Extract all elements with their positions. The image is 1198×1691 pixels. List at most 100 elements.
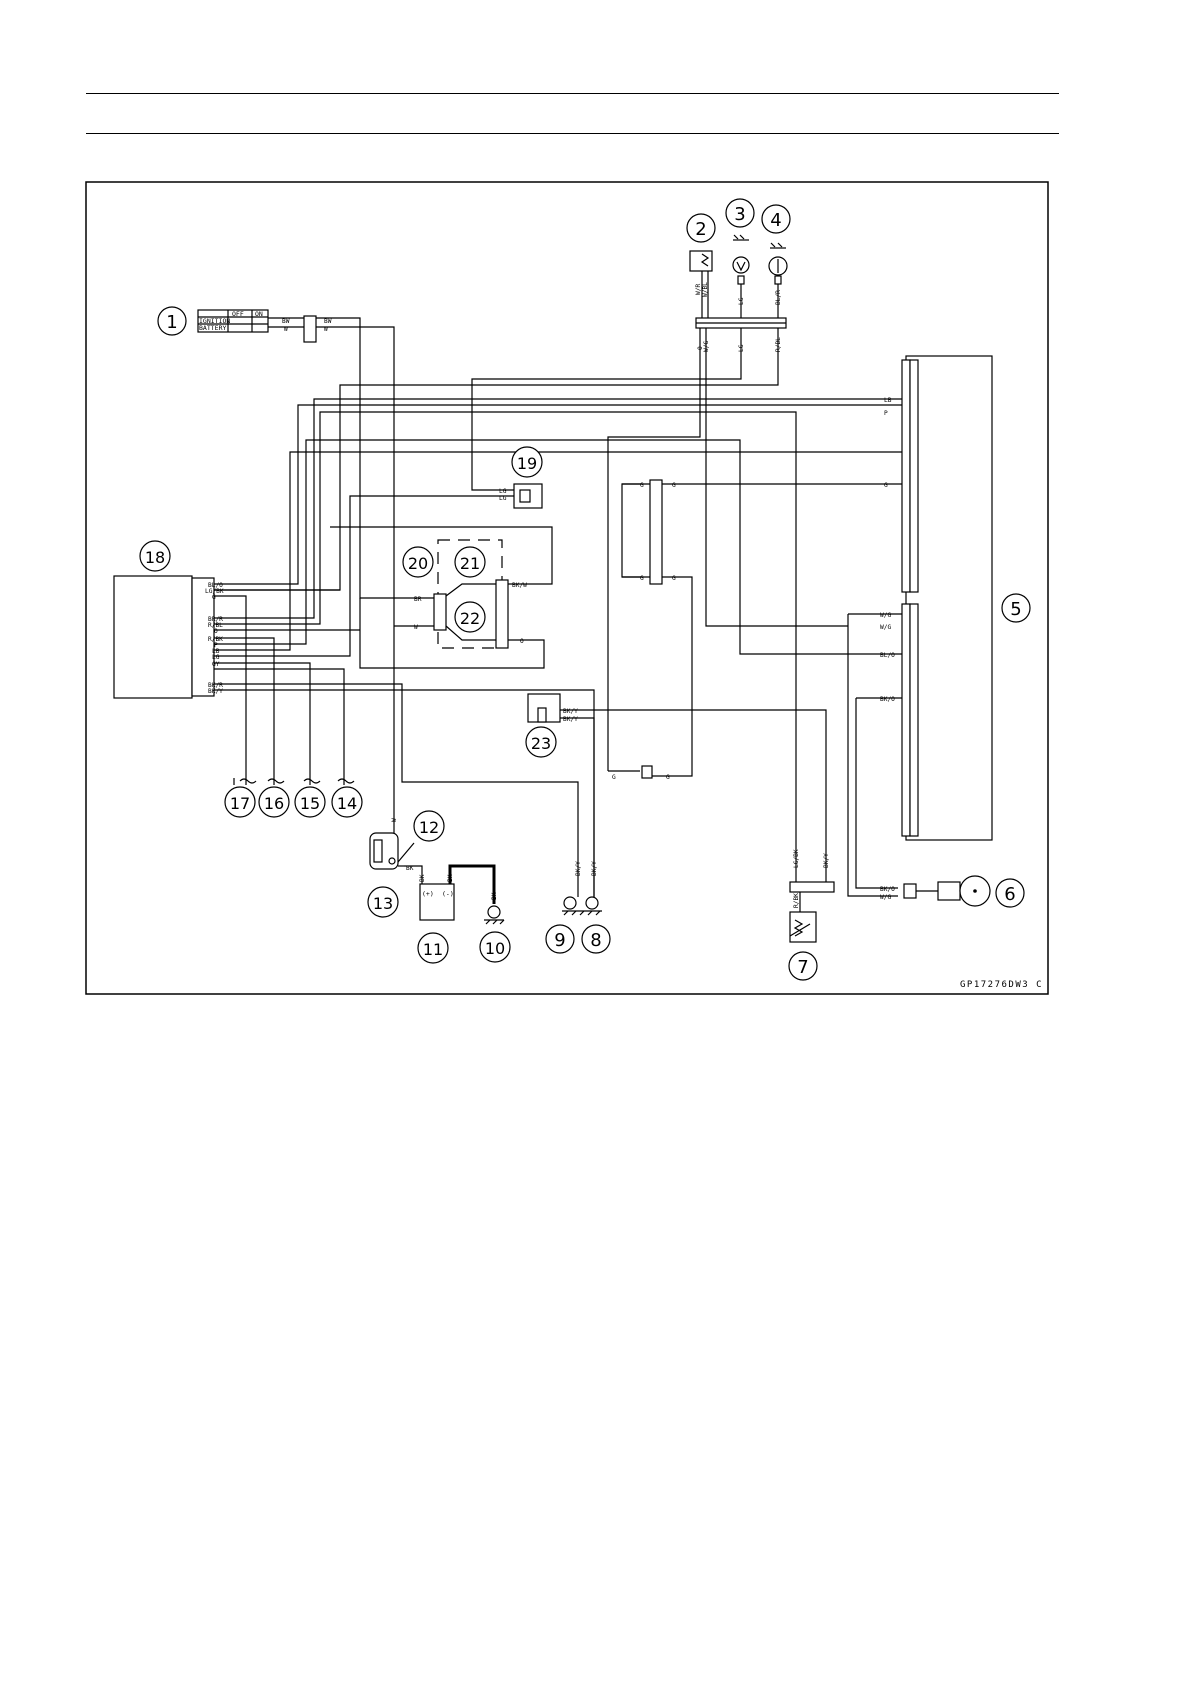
wire-label: LG (738, 344, 745, 352)
wire-label: W (414, 624, 418, 631)
callout-10: 10 (479, 931, 511, 963)
svg-text:8: 8 (590, 930, 601, 951)
wire-label: BK/R (208, 682, 223, 689)
wire-label: BR (414, 596, 422, 603)
wire-label: W (284, 326, 288, 333)
header-rule-top (86, 93, 1059, 94)
wire-label: BK/O (880, 886, 895, 893)
callout-9: 9 (545, 924, 575, 954)
callout-20: 20 (402, 546, 434, 578)
svg-text:14: 14 (337, 794, 357, 813)
ignition-row-ignition: IGNITION (199, 317, 230, 325)
wire-label: BK/Y (563, 716, 578, 723)
starter-relay (369, 832, 415, 870)
callout-21: 21 (454, 546, 486, 578)
svg-text:12: 12 (419, 818, 439, 837)
wire-label: LG/BK (205, 588, 224, 595)
component-23-sensor (527, 693, 561, 723)
meter-unit (901, 355, 993, 841)
wire-label: W/G (880, 624, 891, 631)
wire-label: O (520, 638, 524, 645)
wire-label: BL/R (775, 290, 782, 305)
wire-label: W/R (695, 284, 702, 295)
component-3-indicator (732, 234, 750, 285)
svg-text:2: 2 (695, 219, 706, 240)
wire-label: W (391, 818, 398, 822)
ignition-joint-connector (303, 315, 317, 343)
ground-terminals-8-9 (562, 896, 602, 916)
callout-12: 12 (413, 810, 445, 842)
wire-label: G (640, 482, 644, 489)
ignition-row-battery: BATTERY (199, 324, 226, 332)
wire-label: W/G (880, 612, 891, 619)
wire-label: BK (447, 874, 454, 882)
wire-labels: BW W BW W W/R W/BL LG BL/R O W/G LG R/BL… (205, 282, 895, 908)
wire-label: W/G (880, 894, 891, 901)
wire-label: O (697, 346, 704, 350)
svg-text:13: 13 (373, 894, 393, 913)
figure-code: GP17276DW3 C (960, 980, 1043, 990)
battery (419, 883, 455, 921)
callout-14: 14 (331, 786, 363, 818)
wire-label: BK/Y (563, 708, 578, 715)
ignition-head-off: OFF (232, 310, 244, 318)
wire-label: R/BK (793, 893, 800, 908)
wire-label: LB (884, 397, 892, 404)
ecu-box (113, 575, 193, 699)
wire-label: BR/R (208, 616, 223, 623)
component-2-switch (689, 250, 713, 272)
wire-label: G (884, 482, 888, 489)
wire-label: P (884, 410, 888, 417)
wire-label: G (672, 482, 676, 489)
wire-label: G (640, 575, 644, 582)
svg-text:16: 16 (264, 794, 284, 813)
component-7-fuel-sensor (789, 911, 817, 943)
svg-text:11: 11 (423, 940, 443, 959)
header-rule-bottom (86, 133, 1059, 134)
wire-label: LG (738, 297, 745, 305)
wire-label: BK/O (880, 696, 895, 703)
wire-label: BW (324, 318, 332, 325)
svg-text:3: 3 (734, 204, 745, 225)
diagram-frame (85, 181, 1049, 995)
callout-23: 23 (525, 726, 557, 758)
callout-4: 4 (761, 204, 791, 234)
wire-label: BK/W (512, 582, 527, 589)
callout-6: 6 (995, 878, 1025, 908)
svg-text:19: 19 (517, 454, 537, 473)
callout-8: 8 (581, 924, 611, 954)
wire-label: LG (499, 495, 507, 502)
callout-11: 11 (417, 932, 449, 964)
svg-text:10: 10 (485, 939, 505, 958)
ignition-switch: OFF ON IGNITION BATTERY (197, 309, 269, 333)
callout-19: 19 (511, 446, 543, 478)
wire-label: BK/Y (575, 861, 582, 876)
wire-label: LB (212, 648, 220, 655)
wire-label: GY (212, 661, 220, 668)
middle-connector-lower (641, 765, 653, 779)
svg-text:21: 21 (460, 554, 480, 573)
ecu-connector (191, 577, 215, 697)
callout-2: 2 (686, 213, 716, 243)
callout-3: 3 (725, 198, 755, 228)
svg-text:22: 22 (460, 609, 480, 628)
wire-label: BK/Y (208, 688, 223, 695)
svg-text:4: 4 (770, 210, 781, 231)
callout-22: 22 (454, 601, 486, 633)
callout-16: 16 (258, 786, 290, 818)
svg-text:20: 20 (408, 554, 428, 573)
callout-7: 7 (788, 951, 818, 981)
wire-label: G (212, 594, 216, 601)
wire-label: BK (419, 874, 426, 882)
middle-connector-upper (649, 479, 663, 585)
wire-label: BK/Y (591, 861, 598, 876)
callout-15: 15 (294, 786, 326, 818)
svg-text:23: 23 (531, 734, 551, 753)
callout-5: 5 (1001, 593, 1031, 623)
wire-label: BL/O (208, 582, 223, 589)
callout-18: 18 (139, 540, 171, 572)
wire-label: BK (491, 892, 498, 900)
wire-label: LG (212, 654, 220, 661)
svg-text:15: 15 (300, 794, 320, 813)
